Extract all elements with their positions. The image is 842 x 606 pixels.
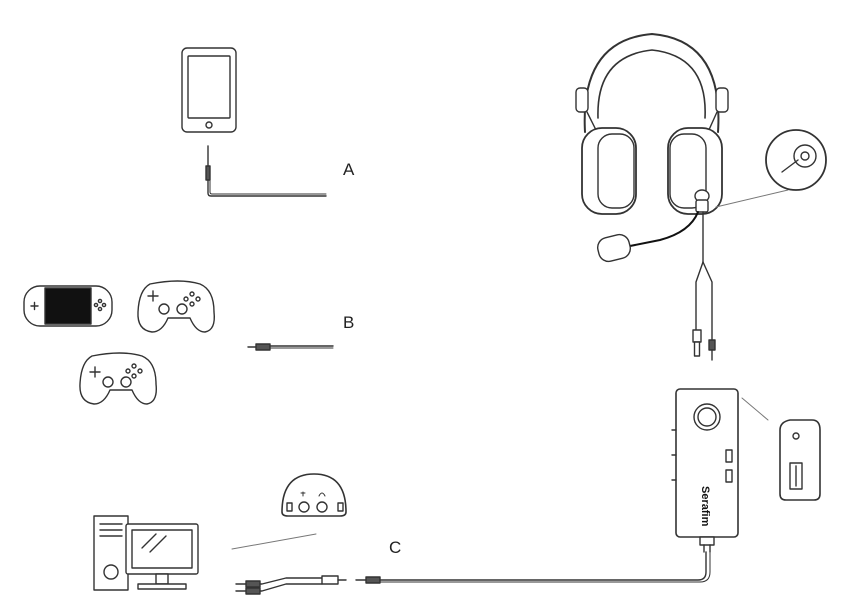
cable-c: [235, 551, 711, 595]
monitor-icon: [125, 523, 199, 590]
game-controller-icon: [79, 352, 157, 405]
label-c: C: [389, 538, 401, 557]
usb-port-detail-icon: [779, 419, 821, 501]
game-controller-icon: [137, 280, 215, 333]
tablet-icon: [181, 47, 237, 133]
adapter-brand-label: Serafim: [699, 486, 711, 527]
mic-port-detail-icon: [765, 129, 827, 191]
adapter-box-icon: Serafim: [671, 388, 739, 553]
cable-a: [205, 145, 327, 197]
handheld-console-icon: [23, 285, 113, 327]
pc-ports-detail-icon: [281, 473, 347, 517]
headset-icon: [575, 33, 729, 361]
desktop-tower-icon: [93, 515, 129, 591]
cable-b: [247, 343, 334, 351]
label-b: B: [343, 313, 354, 332]
label-a: A: [343, 160, 355, 179]
